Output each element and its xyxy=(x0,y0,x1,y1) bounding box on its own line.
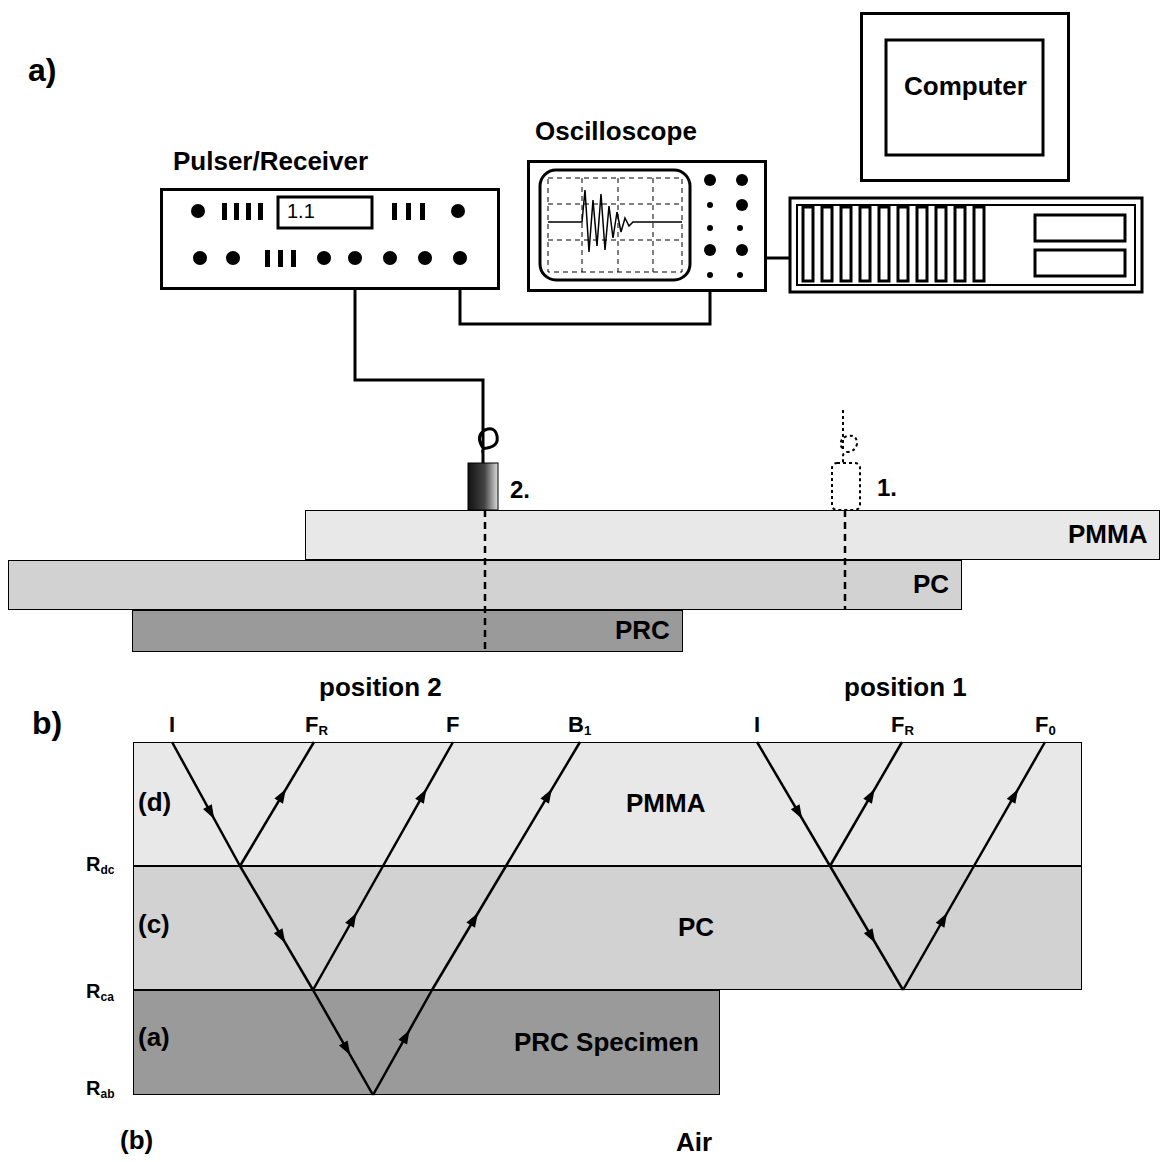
ray xyxy=(240,866,313,990)
ray xyxy=(313,866,383,990)
annotation-label: b) xyxy=(32,705,62,742)
device-label: Oscilloscope xyxy=(535,117,697,147)
monitor-screen xyxy=(886,40,1043,155)
annotation-label: 2. xyxy=(510,476,530,504)
arrowhead xyxy=(540,789,551,804)
annotation-label: FR xyxy=(891,712,914,738)
ray xyxy=(373,990,432,1095)
arrowhead xyxy=(936,913,947,928)
annotation-label: (c) xyxy=(138,910,170,940)
transducer-cable xyxy=(355,290,497,463)
ray xyxy=(974,742,1045,866)
annotation-label: B1 xyxy=(568,712,591,738)
arrowhead xyxy=(345,913,356,928)
arrowhead xyxy=(274,928,285,943)
equipment-box: Pulser/Receiver xyxy=(160,188,500,290)
ray xyxy=(313,990,373,1095)
annotation-label: F0 xyxy=(1035,712,1056,738)
arrowhead xyxy=(1007,789,1018,804)
layer-band: PMMA xyxy=(305,510,1160,560)
ray xyxy=(240,742,314,866)
computer-tower xyxy=(790,198,1142,292)
layer-label: PRC xyxy=(615,616,670,646)
pmma-band-fill xyxy=(133,742,1082,866)
layer-band: PC xyxy=(8,560,962,610)
beam-line xyxy=(484,510,487,652)
device-label: Computer xyxy=(904,72,1027,102)
display-reading: 1.1 xyxy=(287,200,315,223)
signal-cable xyxy=(460,290,710,324)
layer-band: PRC Specimen xyxy=(133,990,720,1095)
transducer-cable-dotted xyxy=(841,410,857,463)
annotation-label: 1. xyxy=(877,474,897,502)
annotation-label: Air xyxy=(676,1128,712,1158)
pmma-fill xyxy=(305,510,1160,560)
annotation-label: F xyxy=(446,712,459,737)
annotation-label: (a) xyxy=(138,1023,170,1053)
annotation-label: I xyxy=(754,712,760,737)
device-label: Pulser/Receiver xyxy=(173,147,368,177)
oscilloscope-screen xyxy=(540,170,690,280)
ray xyxy=(830,742,902,866)
ray-paths xyxy=(172,742,1045,1095)
transducer xyxy=(468,463,498,510)
arrowhead xyxy=(466,913,477,928)
transducer-dotted xyxy=(832,463,860,510)
annotation-label: FR xyxy=(305,712,328,738)
annotation-label: a) xyxy=(28,52,56,89)
annotation-label: position 2 xyxy=(319,673,442,703)
ray xyxy=(383,742,453,866)
layer-label: PMMA xyxy=(1068,520,1147,550)
arrowhead xyxy=(203,804,214,819)
ray xyxy=(506,742,580,866)
annotation-label: (d) xyxy=(138,788,171,818)
prc-fill xyxy=(132,610,683,652)
arrowhead xyxy=(274,789,285,804)
ray xyxy=(830,866,903,990)
arrowhead xyxy=(339,1040,350,1055)
scope-computer-cable xyxy=(767,257,790,260)
annotation-label: I xyxy=(169,712,175,737)
annotation-label: Rdc xyxy=(86,853,114,878)
ray xyxy=(432,866,506,990)
equipment-box: Oscilloscope xyxy=(527,160,767,292)
ray xyxy=(172,742,240,866)
annotation-label: Rca xyxy=(86,980,114,1005)
arrowhead xyxy=(415,789,426,804)
arrowhead xyxy=(864,928,875,943)
equipment-box: Computer xyxy=(860,12,1070,182)
prc-band-fill xyxy=(133,990,720,1095)
ray xyxy=(757,742,830,866)
arrowhead xyxy=(791,804,802,819)
oscilloscope-knobs xyxy=(704,174,748,278)
layer-label: PRC Specimen xyxy=(514,1028,699,1058)
arrowhead xyxy=(398,1030,409,1045)
layer-band: PRC xyxy=(132,610,683,652)
layer-label: PC xyxy=(913,570,949,600)
annotation-label: position 1 xyxy=(844,673,967,703)
ray xyxy=(903,866,974,990)
layer-band: PMMA xyxy=(133,742,1082,866)
pulser-controls xyxy=(191,197,467,267)
layer-label: PC xyxy=(678,913,714,943)
layer-band: PC xyxy=(133,866,1082,990)
annotation-label: Rab xyxy=(86,1077,114,1102)
arrowhead xyxy=(863,789,874,804)
pc-band-fill xyxy=(133,866,1082,990)
layer-label: PMMA xyxy=(626,789,705,819)
annotation-label: (b) xyxy=(120,1126,153,1156)
